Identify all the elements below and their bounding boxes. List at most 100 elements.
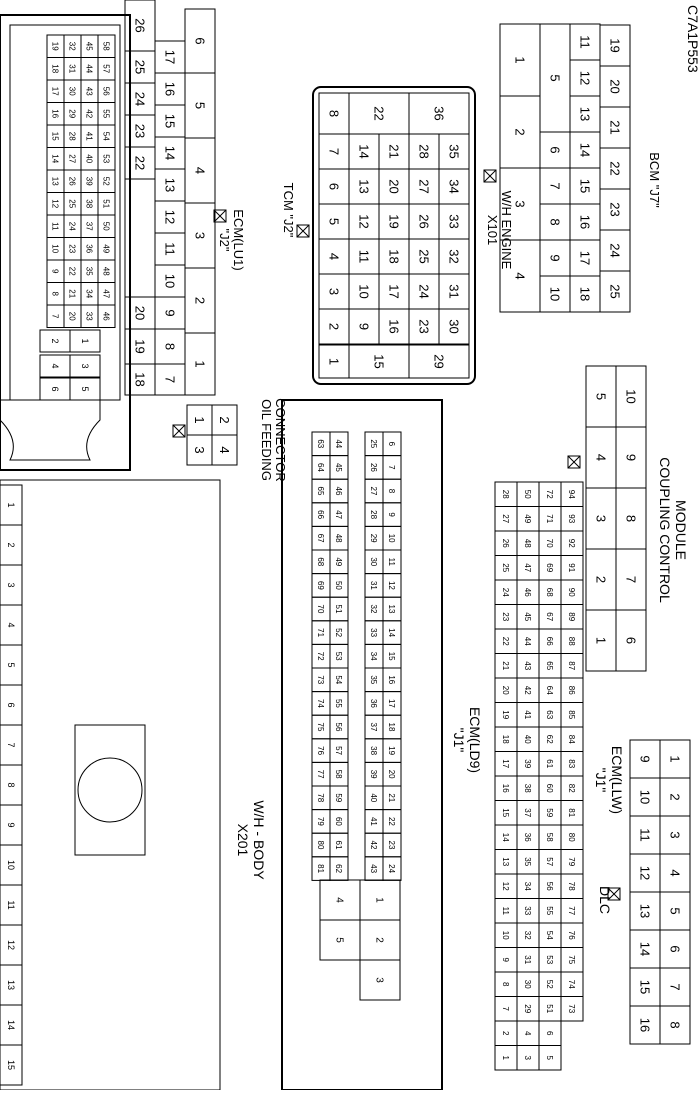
pin-number: 47 — [523, 563, 532, 572]
pin-number: 92 — [567, 539, 576, 548]
pin-number: 35 — [446, 144, 461, 158]
ecm-j2-outline — [0, 14, 131, 471]
pin-number: 13 — [6, 980, 16, 990]
coupling-pin — [615, 609, 647, 672]
pin-number: 60 — [334, 817, 343, 826]
pin-number: 22 — [501, 637, 510, 646]
pin-number: 35 — [85, 267, 94, 276]
pin-number: 33 — [523, 906, 532, 915]
pin-number: 52 — [102, 177, 111, 186]
pin-number: 50 — [102, 222, 111, 231]
pin-number: 13 — [637, 904, 652, 918]
pin-number: 24 — [68, 222, 77, 231]
x201-outline — [0, 479, 221, 1091]
pin-number: 23 — [501, 612, 510, 621]
pin-number: 25 — [607, 284, 622, 298]
ecm-llw-pin — [560, 996, 584, 1022]
pin-number: 51 — [545, 1004, 554, 1013]
pin-number: 6 — [547, 146, 562, 153]
pin-number: 15 — [387, 652, 396, 661]
ecm-ld9-name: ECM(LD9) — [467, 707, 483, 773]
pin-number: 20 — [501, 686, 510, 695]
pin-number: 91 — [567, 563, 576, 572]
pin-number: 66 — [316, 510, 325, 519]
pin-number: 56 — [102, 87, 111, 96]
pin-number: 31 — [523, 955, 532, 964]
pin-number: 81 — [567, 808, 576, 817]
ecm-lu1-connector: 1234567891011121314151617181920222324252… — [124, 0, 246, 396]
pin-number: 42 — [85, 109, 94, 118]
pin-number: 85 — [567, 710, 576, 719]
pin-number: 35 — [523, 857, 532, 866]
pin-number: 79 — [567, 857, 576, 866]
pin-number: 22 — [371, 106, 386, 120]
pin-number: 88 — [567, 637, 576, 646]
pin-number: 1 — [512, 56, 527, 63]
pin-number: 47 — [102, 289, 111, 298]
pin-number: 83 — [567, 759, 576, 768]
pin-number: 16 — [577, 215, 592, 229]
pin-number: 30 — [68, 87, 77, 96]
pin-number: 11 — [162, 242, 177, 256]
pin-number: 24 — [132, 92, 147, 106]
pin-number: 32 — [369, 605, 378, 614]
pin-number: 11 — [501, 907, 510, 916]
pin-number: 74 — [316, 699, 325, 708]
pin-number: 64 — [316, 463, 325, 472]
pin-number: 6 — [545, 1031, 554, 1036]
pin-number: 56 — [334, 723, 343, 732]
pin-number: 14 — [6, 1020, 16, 1030]
pin-number: 37 — [85, 222, 94, 231]
pin-number: 38 — [85, 199, 94, 208]
pin-number: 18 — [387, 723, 396, 732]
pin-number: 28 — [68, 132, 77, 141]
pin-number: 3 — [80, 363, 90, 368]
connector-lock-icon — [483, 169, 497, 183]
ecm-j2-pin — [97, 304, 116, 328]
dlc-name: DLC — [597, 886, 613, 914]
bcm-name: BCM "J7" — [647, 152, 662, 208]
pin-number: 2 — [192, 297, 207, 304]
pin-number: 26 — [68, 177, 77, 186]
pin-number: 10 — [162, 274, 177, 288]
pin-number: 57 — [334, 746, 343, 755]
dlc-pin — [659, 1005, 691, 1045]
pin-number: 20 — [68, 312, 77, 321]
pin-number: 9 — [501, 958, 510, 963]
connector-lock-icon — [296, 224, 310, 238]
pin-number: 31 — [446, 284, 461, 298]
pin-number: 58 — [545, 833, 554, 842]
pin-number: 35 — [369, 675, 378, 684]
pin-number: 14 — [51, 154, 60, 163]
pin-number: 11 — [637, 828, 652, 842]
pin-number: 13 — [356, 179, 371, 193]
pin-number: 12 — [577, 71, 592, 85]
pin-number: 71 — [316, 628, 325, 637]
pin-number: 23 — [416, 319, 431, 333]
pin-number: 8 — [667, 1021, 682, 1028]
pin-number: 76 — [316, 746, 325, 755]
pin-number: 8 — [162, 343, 177, 350]
pin-number: 40 — [523, 735, 532, 744]
ecm-ld9-big-pin — [359, 959, 401, 1001]
pin-number: 48 — [102, 267, 111, 276]
pin-number: 50 — [334, 581, 343, 590]
pin-number: 18 — [386, 249, 401, 263]
pin-number: 4 — [217, 446, 232, 453]
ecm-j2-foot — [0, 399, 101, 461]
pin-number: 2 — [373, 937, 384, 943]
pin-number: 21 — [501, 661, 510, 670]
pin-number: 48 — [523, 539, 532, 548]
pin-number: 29 — [68, 109, 77, 118]
pin-number: 4 — [667, 869, 682, 876]
pin-number: 5 — [667, 907, 682, 914]
pin-number: 9 — [6, 822, 16, 827]
pin-number: 41 — [369, 817, 378, 826]
ecm-lu1-tag: "J2" — [217, 229, 232, 252]
pin-number: 6 — [6, 702, 16, 707]
pin-number: 10 — [51, 244, 60, 253]
pin-number: 16 — [387, 675, 396, 684]
